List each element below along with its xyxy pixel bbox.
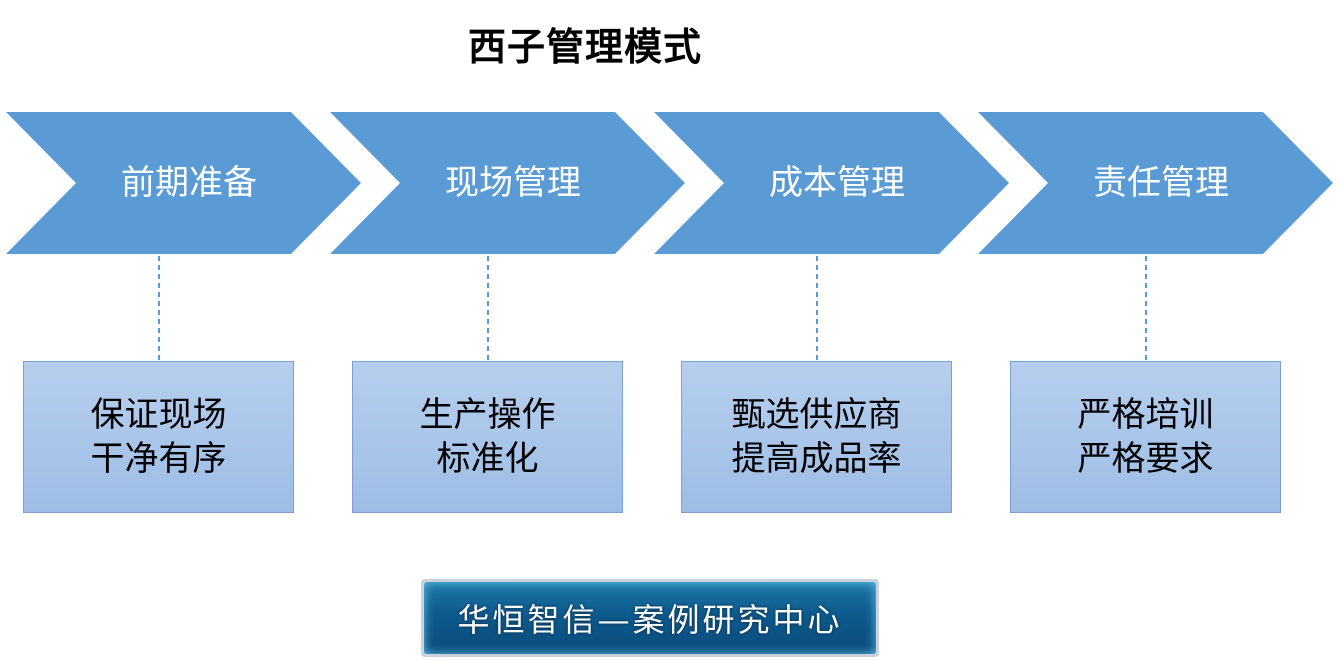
chevron-stage-4 (978, 112, 1333, 254)
detail-line-2: 严格要求 (1077, 439, 1214, 479)
detail-line-1: 严格培训 (1077, 395, 1214, 435)
chevron-stage-1 (6, 112, 361, 254)
detail-line-1: 甄选供应商 (731, 395, 902, 435)
footer-text: 华恒智信—案例研究中心 (457, 601, 843, 639)
detail-box-stage-4: 严格培训 严格要求 (1010, 361, 1281, 513)
chevron-stage-3 (654, 112, 1009, 254)
footer-banner-inner: 华恒智信—案例研究中心 (424, 582, 876, 654)
detail-line-2: 干净有序 (90, 439, 227, 479)
detail-line-2: 标准化 (436, 439, 539, 479)
detail-line-2: 提高成品率 (731, 439, 902, 479)
detail-box-stage-3: 甄选供应商 提高成品率 (681, 361, 952, 513)
chevron-stage-2 (330, 112, 685, 254)
detail-box-stage-2: 生产操作 标准化 (352, 361, 623, 513)
detail-line-1: 生产操作 (419, 395, 556, 435)
footer-banner: 华恒智信—案例研究中心 (421, 579, 879, 657)
page-title: 西子管理模式 (467, 25, 702, 69)
detail-box-stage-1: 保证现场 干净有序 (23, 361, 294, 513)
detail-line-1: 保证现场 (90, 395, 227, 435)
